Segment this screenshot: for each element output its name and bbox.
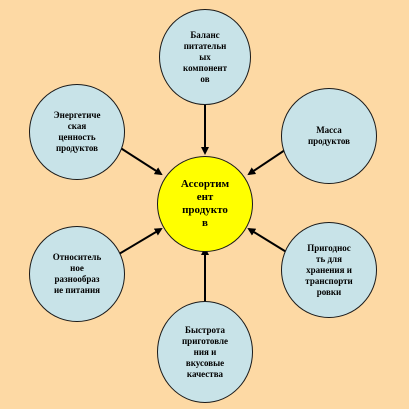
arrow-top-right: [247, 147, 289, 176]
node-bottom-left: Относитель ное разнообраз ие питания: [29, 226, 125, 322]
arrow-top-left: [118, 146, 163, 176]
center-node-label: Ассортим ент продукто в: [180, 178, 230, 229]
node-top-left: Энергетиче ская ценность продуктов: [29, 84, 125, 180]
center-node: Ассортим ент продукто в: [157, 156, 253, 252]
node-top-right-label: Масса продуктов: [307, 125, 351, 146]
node-top-label: Баланс питательн ых компонент ов: [183, 29, 227, 84]
node-top-right: Масса продуктов: [281, 88, 377, 184]
node-bottom-left-label: Относитель ное разнообраз ие питания: [52, 252, 102, 295]
arrow-bottom-left: [118, 227, 163, 255]
node-bottom-right-label: Пригоднос ть для хранения и транспорти р…: [305, 242, 353, 297]
node-bottom-right: Пригоднос ть для хранения и транспорти р…: [281, 222, 377, 318]
node-bottom-label: Быстрота приготовле ния и вкусовые качес…: [182, 324, 228, 379]
arrow-bottom-right: [247, 227, 289, 254]
node-top: Баланс питательн ых компонент ов: [159, 9, 251, 105]
node-top-left-label: Энергетиче ская ценность продуктов: [53, 110, 101, 153]
node-bottom: Быстрота приготовле ния и вкусовые качес…: [157, 301, 253, 403]
